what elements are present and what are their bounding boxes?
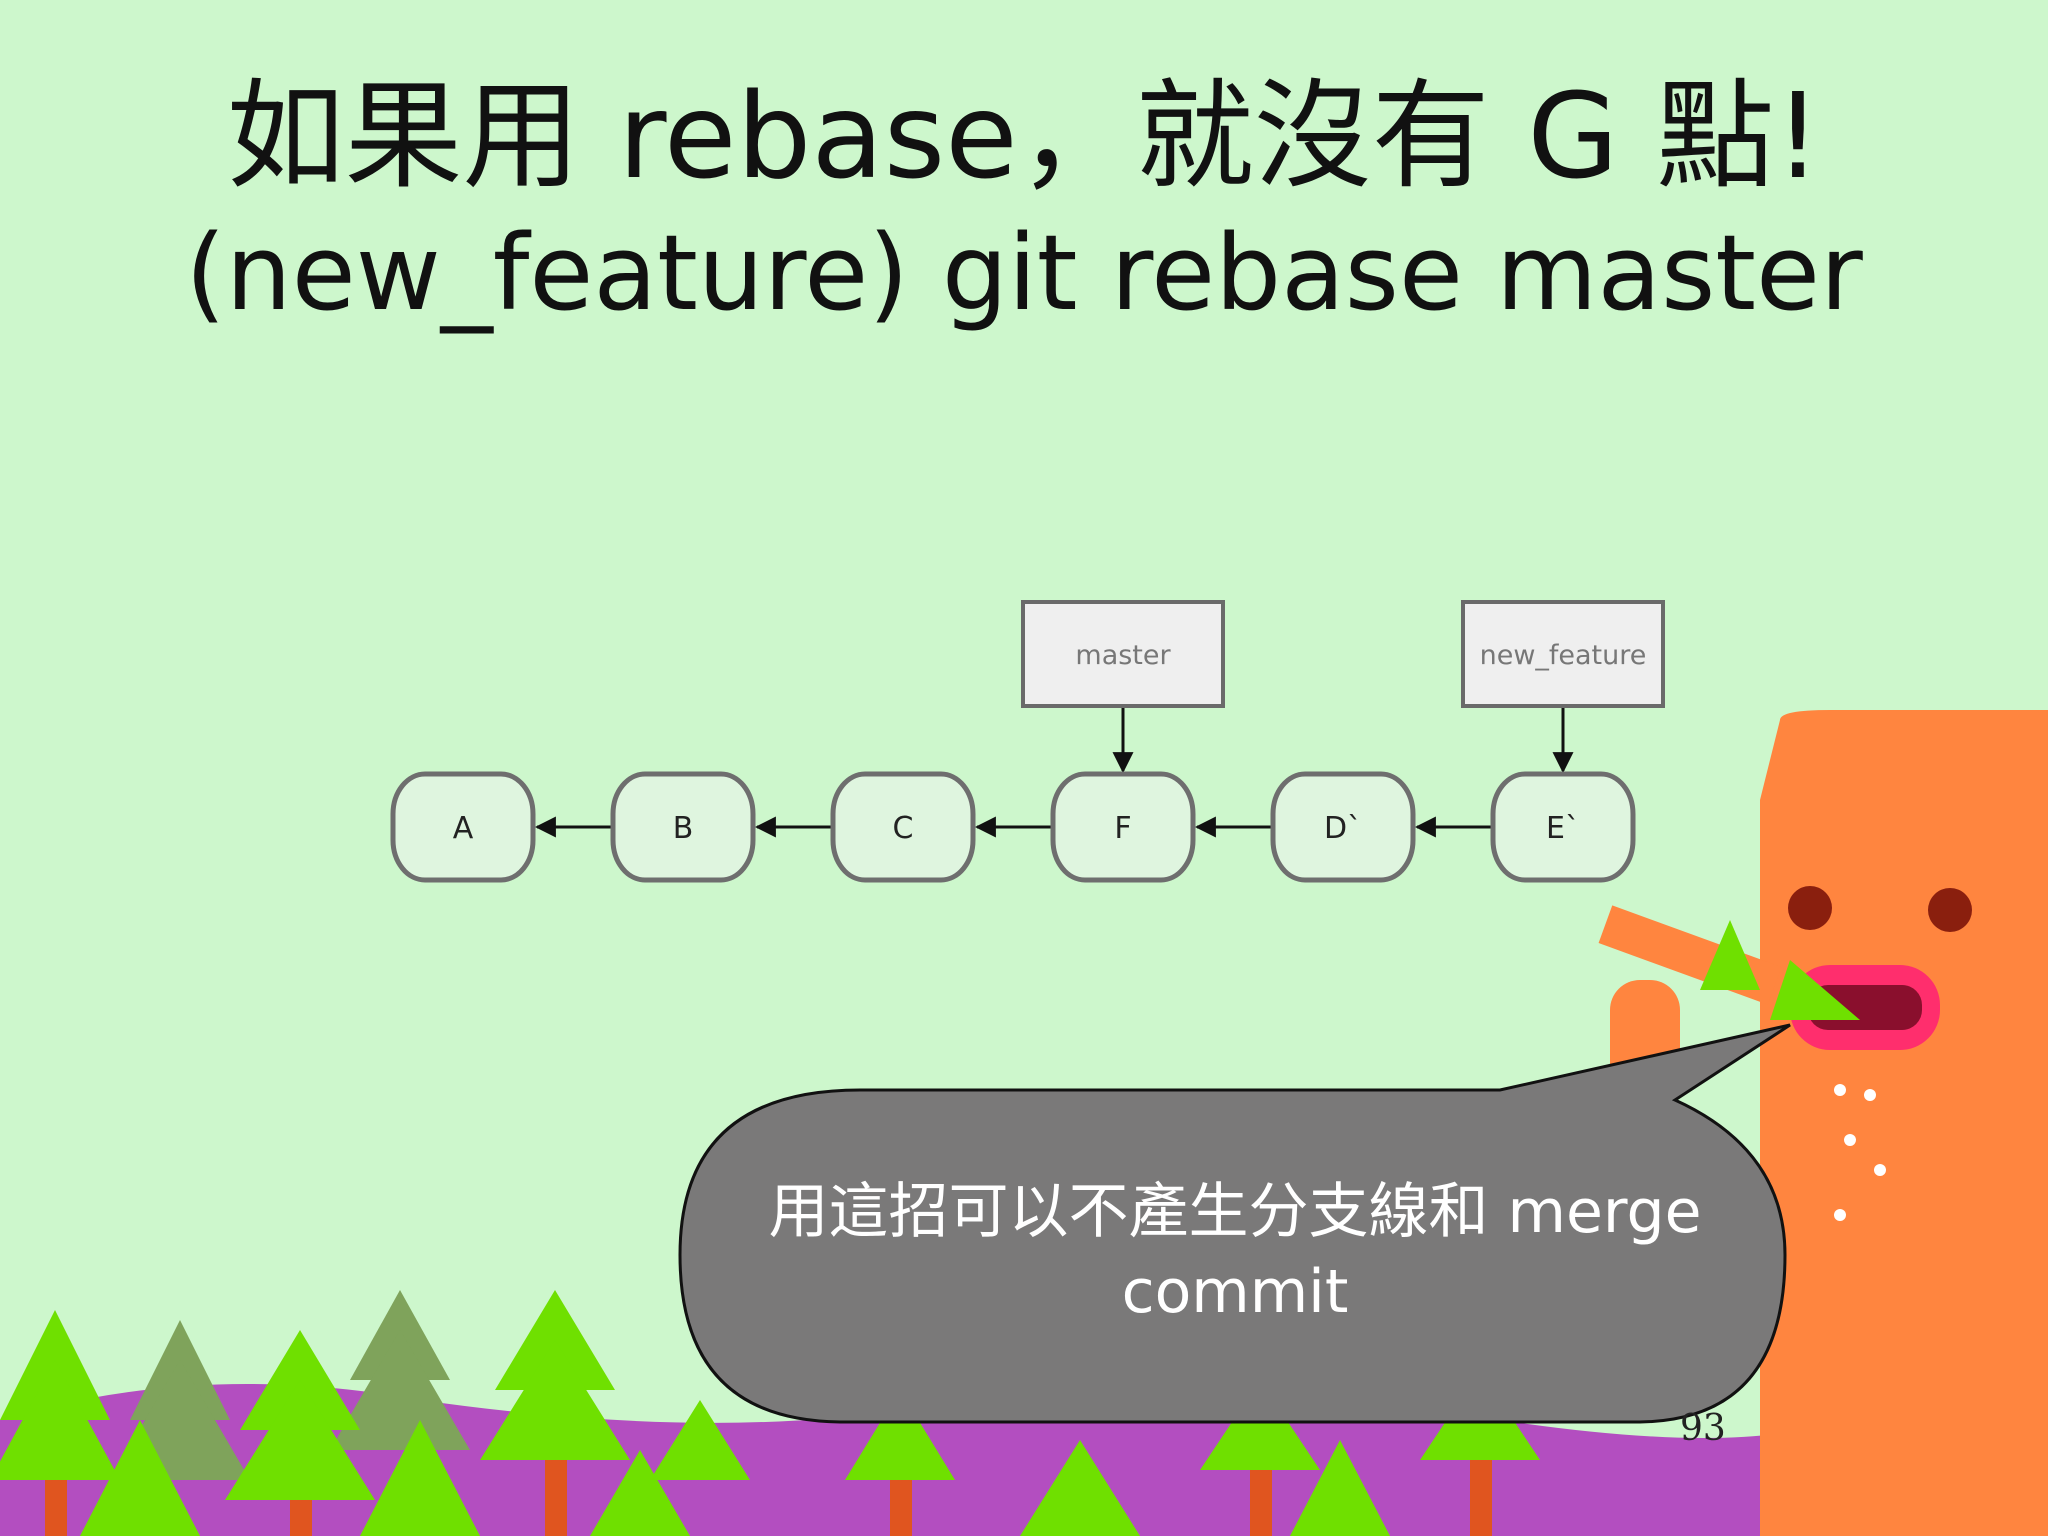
orange-monster [1598,710,2048,1536]
branch-name: new_feature [1480,640,1647,671]
slide-command: (new_feature) git rebase master [185,212,1863,334]
commit-node-B: B [610,771,756,883]
commit-label: C [893,811,914,846]
commit-node-D-prime: D` [1270,771,1416,883]
commit-label: B [673,811,694,846]
commit-label: A [453,811,474,846]
commit-label: F [1114,811,1131,846]
commit-node-C: C [830,771,976,883]
branch-name: master [1075,640,1171,671]
light-trees [0,1290,1540,1536]
commit-label: E` [1546,811,1580,846]
commit-node-E-prime: E` [1490,771,1636,883]
commit-node-A: A [390,771,536,883]
branch-label-new-feature: new_feature [1461,600,1665,708]
slide-title: 如果用 rebase，就沒有 G 點! [226,67,1822,205]
branch-label-master: master [1021,600,1225,708]
commit-label: D` [1324,811,1362,846]
bubble-text: 用這招可以不產生分支線和 merge commit [768,1177,1702,1327]
page-number: 93 [1680,1408,1726,1449]
commit-node-F: F [1050,771,1196,883]
